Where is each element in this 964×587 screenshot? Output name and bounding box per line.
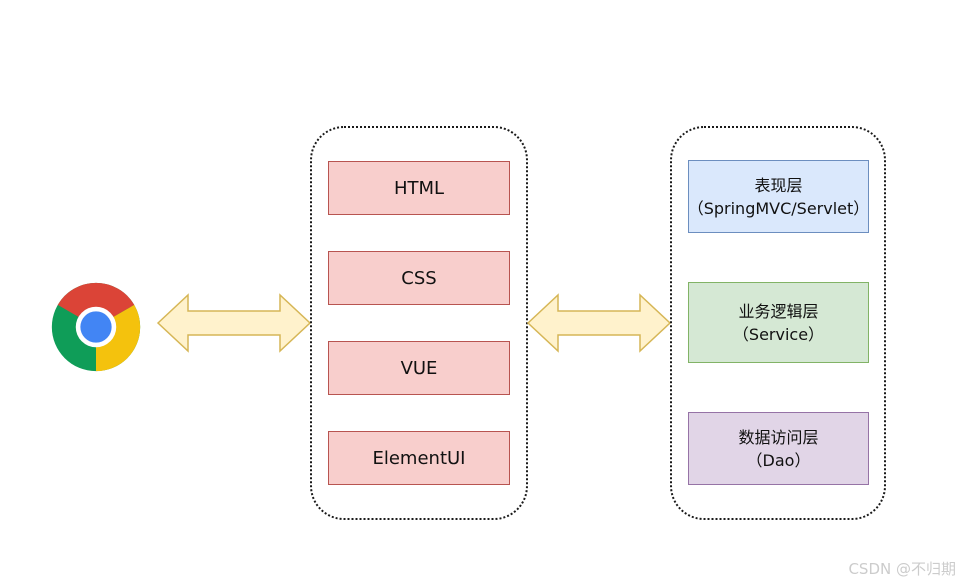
browser-frontend-arrow <box>156 293 312 353</box>
presentation-layer-title: 表现层 <box>754 175 803 195</box>
service-layer-title: 业务逻辑层 <box>738 301 819 321</box>
dao-layer-title: 数据访问层 <box>738 427 819 447</box>
frontend-item-elementui: ElementUI <box>328 431 510 485</box>
service-layer-subtitle: （Service） <box>732 324 825 344</box>
frontend-item-vue: VUE <box>328 341 510 395</box>
dao-layer-subtitle: （Dao） <box>746 450 811 470</box>
frontend-item-css: CSS <box>328 251 510 305</box>
presentation-layer-subtitle: （SpringMVC/Servlet） <box>687 198 870 218</box>
dao-layer-box: 数据访问层 （Dao） <box>688 412 869 485</box>
chrome-center <box>80 311 112 343</box>
service-layer-box: 业务逻辑层 （Service） <box>688 282 869 363</box>
backend-group <box>670 126 886 520</box>
watermark: CSDN @不归期 <box>848 560 956 578</box>
chrome-red-segment <box>57 282 135 327</box>
chrome-icon <box>51 282 141 372</box>
presentation-layer-box: 表现层 （SpringMVC/Servlet） <box>688 160 869 233</box>
frontend-backend-arrow <box>526 293 672 353</box>
frontend-item-html: HTML <box>328 161 510 215</box>
